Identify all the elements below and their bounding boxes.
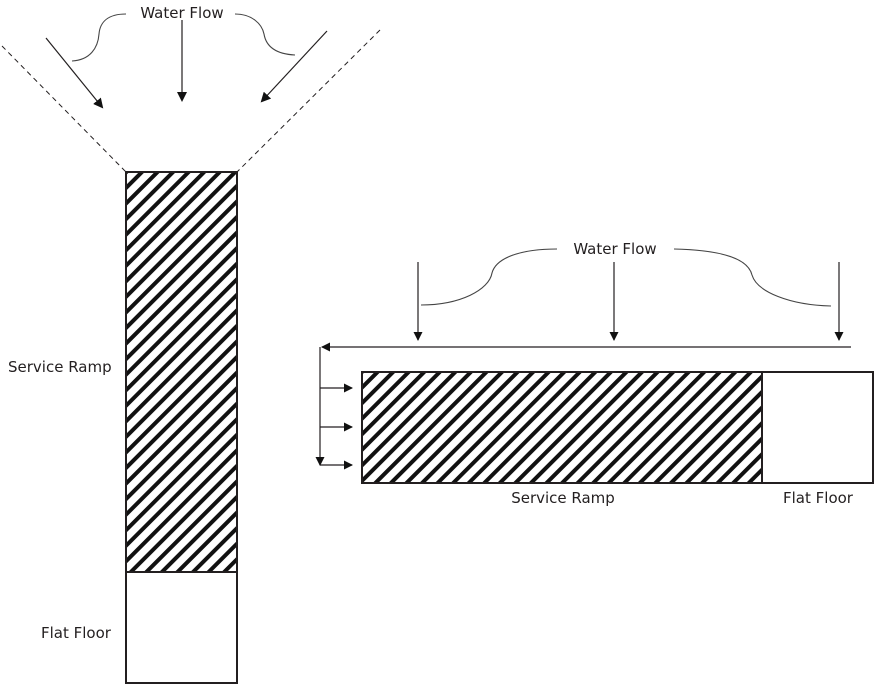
right-service-ramp: [361, 371, 763, 484]
left-funnel-dashed-left: [1, 45, 127, 173]
left-service-ramp: [125, 171, 238, 573]
right-flat-floor-label: Flat Floor: [783, 489, 854, 507]
left-water-flow-label: Water Flow: [140, 4, 223, 22]
right-flat-floor: [761, 371, 874, 484]
left-funnel-dashed-right: [236, 29, 381, 173]
right-service-ramp-label: Service Ramp: [511, 489, 615, 507]
right-brace-left: [420, 248, 558, 306]
left-brace-left: [71, 13, 127, 62]
right-diagram: Water Flow Service Ramp Flat Floor: [315, 240, 874, 507]
left-flow-arrow-left: [45, 37, 104, 109]
right-brace-right: [673, 248, 832, 307]
right-water-flow-label: Water Flow: [573, 240, 656, 258]
left-service-ramp-label: Service Ramp: [8, 358, 112, 376]
left-flat-floor-label: Flat Floor: [41, 624, 112, 642]
left-flow-arrow-right: [260, 30, 328, 103]
left-brace-right: [234, 13, 296, 56]
left-flat-floor: [125, 571, 238, 684]
left-diagram: Water Flow Service Ramp Flat Floor: [1, 4, 381, 684]
